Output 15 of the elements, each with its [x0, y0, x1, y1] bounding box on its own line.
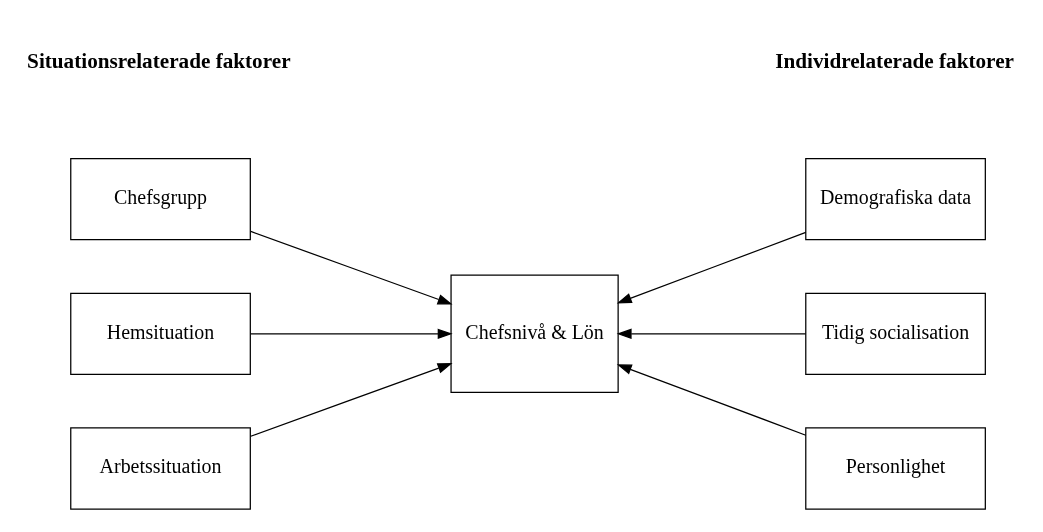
arrow — [250, 362, 453, 437]
arrow — [616, 363, 807, 436]
label: Individrelaterade faktorer — [775, 48, 1014, 73]
arrow — [616, 328, 807, 339]
node-box: Arbetssituation — [70, 426, 251, 510]
node-box: Chefsnivå & Lön — [450, 274, 619, 393]
node-box: Chefsgrupp — [70, 157, 251, 240]
node-box: Demografiska data — [805, 157, 986, 240]
node-box: Hemsituation — [70, 292, 251, 375]
node-box: Personlighet — [805, 426, 986, 510]
arrow — [250, 328, 453, 339]
node-box: Tidig socialisation — [805, 292, 986, 375]
arrow — [250, 230, 453, 305]
label: Situationsrelaterade faktorer — [27, 48, 291, 73]
arrow — [616, 231, 807, 303]
